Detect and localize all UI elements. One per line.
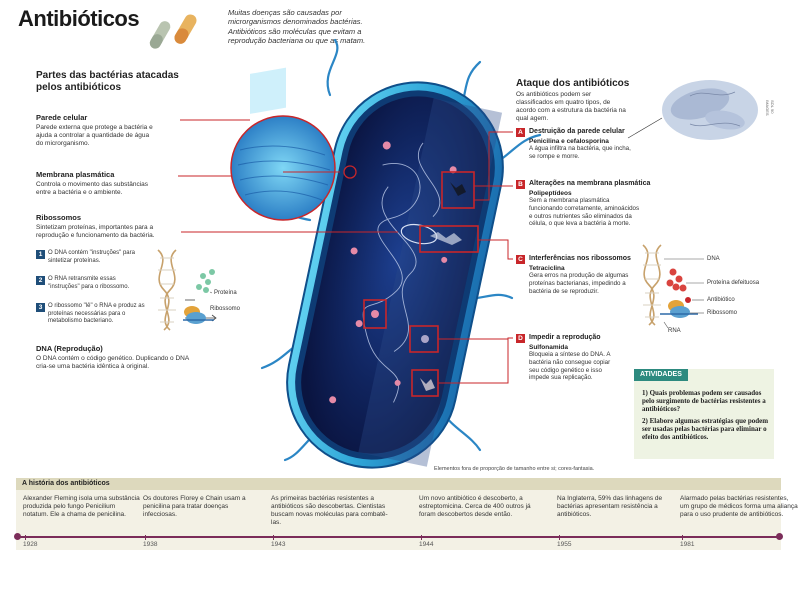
timeline-event: Na Inglaterra, 59% das linhagens de bact…	[557, 495, 663, 519]
step-number: 1	[36, 250, 45, 259]
timeline-tick	[421, 535, 422, 540]
label-ribosome-right: Ribossomo	[707, 310, 738, 316]
timeline-year: 1928	[23, 541, 38, 548]
zoom-box-ribosome	[363, 299, 387, 329]
attack-letter: D	[516, 334, 525, 343]
attack-drug: Tetraciclina	[529, 265, 565, 272]
protein-synthesis-diagram	[157, 249, 217, 331]
attack-item-d: D Impedir a reprodução Sulfonamida Bloqu…	[516, 334, 676, 382]
label-defective-protein: Proteína defeituosa	[707, 280, 760, 286]
activities-box: ATIVIDADES 1) Quais problemas podem ser …	[634, 369, 774, 459]
step-text: O ribossomo "lê" o RNA e produz as prote…	[48, 303, 145, 324]
dna-body: O DNA contém o código genético. Duplican…	[36, 355, 189, 371]
part-title-ribosomes: Ribossomos	[36, 213, 82, 222]
timeline-event: Os doutores Florey e Chain usam a penici…	[143, 495, 246, 519]
attack-body: A água infiltra na bactéria, que incha, …	[529, 145, 631, 160]
timeline-tick	[25, 535, 26, 540]
attack-item-b: B Alterações na membrana plasmática Poli…	[516, 180, 676, 228]
attack-body: Gera erros na produção de algumas proteí…	[529, 272, 629, 295]
attack-letter: C	[516, 255, 525, 264]
step-number: 3	[36, 303, 45, 312]
dna-title: DNA (Reprodução)	[36, 344, 103, 353]
attack-title: Impedir a reprodução	[529, 334, 601, 341]
attack-body: Bloqueia a síntese do DNA. A bactéria nã…	[529, 351, 611, 382]
attack-intro: Os antibióticos podem ser classificados …	[516, 91, 626, 123]
step-1: 1 O DNA contém "instruções" para sinteti…	[36, 250, 146, 265]
label-dna: DNA	[707, 256, 720, 262]
activity-question-2: 2) Elabore algumas estratégias que podem…	[642, 417, 769, 442]
timeline-header: A história dos antibióticos	[16, 478, 781, 490]
step-text: O RNA retransmite essas "instruções" par…	[48, 276, 130, 290]
page-title: Antibióticos	[18, 6, 140, 31]
step-2: 2 O RNA retransmite essas "instruções" p…	[36, 276, 146, 291]
attack-item-a: A Destruição da parede celular Penicilin…	[516, 128, 676, 161]
timeline-marker	[776, 533, 783, 540]
attack-drug: Penicilina e cefalosporina	[529, 138, 609, 145]
step-text: O DNA contém "instruções" para sintetiza…	[48, 250, 135, 264]
step-number: 2	[36, 276, 45, 285]
label-protein: Proteína	[214, 290, 237, 296]
zoom-box-a	[441, 171, 475, 209]
ribosome-interference-diagram	[642, 244, 704, 329]
attack-heading: Ataque dos antibióticos	[516, 78, 630, 89]
attack-drug: Sulfonamida	[529, 344, 569, 351]
attack-drug: Polipeptídeos	[529, 190, 572, 197]
step-3: 3 O ribossomo "lê" o RNA e produz as pro…	[36, 303, 146, 326]
timeline-event: Alexander Fleming isola uma substância p…	[23, 495, 140, 519]
membrane-zoom	[230, 115, 336, 221]
timeline-tick	[145, 535, 146, 540]
timeline-event: Um novo antibiótico é descoberto, a estr…	[419, 495, 531, 519]
part-title-membrane: Membrana plasmática	[36, 170, 115, 179]
timeline-event: As primeiras bactérias resistentes a ant…	[271, 495, 388, 527]
zoom-box-b	[419, 225, 479, 253]
label-rna: RNA	[668, 328, 681, 334]
timeline-event: Alarmado pelas bactérias resistentes, um…	[680, 495, 798, 519]
timeline-axis	[16, 536, 781, 538]
activities-header: ATIVIDADES	[634, 369, 688, 381]
parts-heading: Partes das bactérias atacadas pelos anti…	[36, 70, 179, 93]
part-title-wall: Parede celular	[36, 113, 88, 122]
part-body-ribosomes: Sintetizam proteínas, importantes para a…	[36, 224, 155, 240]
timeline-year: 1981	[680, 541, 695, 548]
attack-letter: B	[516, 180, 525, 189]
activity-question-1: 1) Quais problemas podem ser causados pe…	[642, 389, 766, 414]
timeline-year: 1955	[557, 541, 572, 548]
intro-text: Muitas doenças são causadas por microrga…	[228, 8, 366, 46]
attack-item-c: C Interferências nos ribossomos Tetracic…	[516, 255, 676, 295]
footnote: Elementos fora de proporção de tamanho e…	[434, 466, 595, 472]
label-antibiotic: Antibiótico	[707, 297, 735, 303]
part-body-membrane: Controla o movimento das substâncias ent…	[36, 181, 149, 197]
capsules-illustration	[149, 14, 197, 49]
attack-title: Interferências nos ribossomos	[529, 255, 631, 262]
bacteria-micrograph	[627, 80, 758, 140]
part-body-wall: Parede externa que protege a bactéria e …	[36, 124, 153, 148]
attack-title: Destruição da parede celular	[529, 128, 625, 135]
timeline-marker	[14, 533, 21, 540]
label-ribosome-left: Ribossomo	[210, 306, 241, 312]
timeline-tick	[559, 535, 560, 540]
timeline-year: 1938	[143, 541, 158, 548]
image-credit: SOL 90 IMAGES	[765, 100, 775, 116]
history-timeline: A história dos antibióticos Alexander Fl…	[14, 478, 798, 550]
attack-title: Alterações na membrana plasmática	[529, 180, 651, 187]
timeline-tick	[273, 535, 274, 540]
attack-body: Sem a membrana plasmática funcionando co…	[529, 197, 640, 228]
timeline-tick	[682, 535, 683, 540]
attack-letter: A	[516, 128, 525, 137]
timeline-year: 1943	[271, 541, 286, 548]
timeline-year: 1944	[419, 541, 434, 548]
